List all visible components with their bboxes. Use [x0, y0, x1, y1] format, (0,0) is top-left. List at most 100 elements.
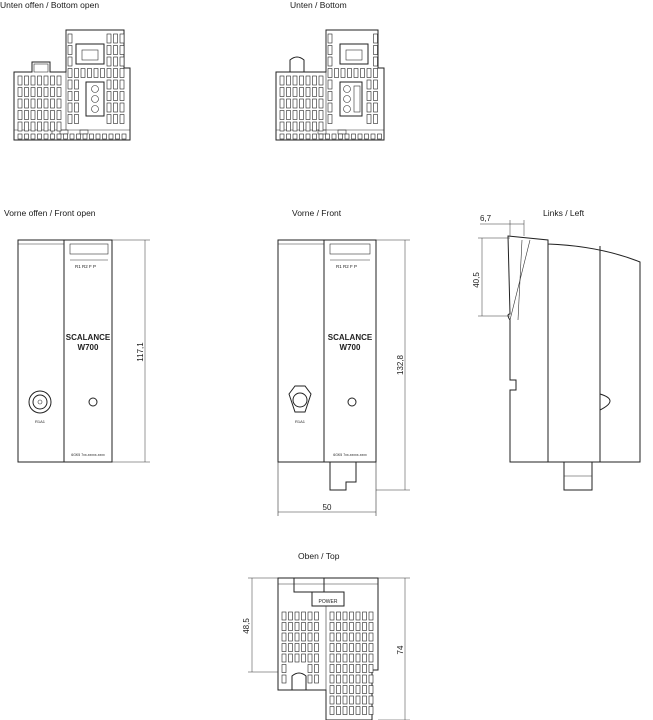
vent-slot [329, 695, 335, 705]
vent-slot [355, 632, 361, 642]
vent-slot [336, 664, 341, 673]
vent-slot [106, 79, 112, 90]
vent-slot [286, 87, 291, 97]
vent-slot [342, 695, 348, 705]
vent-slot [314, 611, 319, 621]
vent-slot [292, 75, 298, 86]
vent-slot [292, 133, 298, 140]
vent-slot [43, 121, 49, 132]
vent-slot [342, 674, 348, 684]
vent-slot [30, 133, 36, 140]
vent-slot [113, 56, 118, 67]
vent-slot [355, 695, 361, 705]
vent-slot [368, 653, 374, 663]
vent-slot [305, 110, 311, 120]
ventilation-slots [17, 33, 382, 715]
vent-slot [362, 632, 367, 642]
vent-slot [318, 75, 324, 86]
vent-slot [281, 653, 287, 663]
vent-slot [115, 133, 120, 140]
vent-slot [24, 87, 29, 97]
vent-slot [344, 133, 350, 140]
vent-slot [281, 674, 287, 684]
vent-slot [69, 133, 75, 140]
vent-slot [108, 133, 114, 140]
vent-slot [336, 653, 341, 663]
vent-slot [17, 133, 23, 140]
svg-text:50: 50 [323, 503, 332, 512]
vent-slot [366, 102, 372, 113]
vent-slot [113, 102, 118, 113]
title-top: Oben / Top [298, 551, 340, 561]
vent-slot [368, 632, 374, 642]
vent-slot [301, 611, 306, 621]
title-front: Vorne / Front [292, 208, 342, 218]
vent-slot [279, 75, 285, 86]
top-view: POWER 48,5 74 [242, 577, 410, 720]
vent-slot [301, 622, 306, 631]
vent-slot [366, 91, 372, 101]
vent-slot [281, 664, 287, 673]
vent-slot [299, 87, 304, 97]
vent-slot [74, 91, 79, 101]
vent-slot [113, 68, 118, 78]
vent-slot [89, 133, 94, 140]
vent-slot [106, 33, 112, 44]
vent-slot [368, 643, 374, 652]
vent-slot [314, 674, 319, 684]
vent-slot [327, 56, 333, 67]
vent-slot [281, 611, 287, 621]
vent-slot [286, 110, 291, 120]
vent-slot [368, 611, 374, 621]
vent-slot [56, 87, 62, 97]
vent-slot [56, 133, 62, 140]
svg-text:6GK5 7xx-xxxxx-xxxx: 6GK5 7xx-xxxxx-xxxx [71, 453, 105, 457]
vent-slot [67, 33, 73, 44]
vent-slot [349, 643, 354, 652]
vent-slot [305, 98, 311, 109]
vent-slot [113, 33, 118, 44]
vent-slot [347, 68, 352, 78]
vent-slot [373, 79, 378, 90]
vent-slot [37, 87, 42, 97]
vent-slot [327, 45, 333, 55]
vent-slot [327, 33, 333, 44]
vent-slot [74, 114, 79, 124]
vent-slot [362, 622, 367, 631]
vent-slot [342, 664, 348, 673]
title-front-open: Vorne offen / Front open [4, 208, 96, 218]
vent-slot [106, 45, 112, 55]
svg-text:R1A1: R1A1 [295, 419, 306, 424]
vent-slot [329, 653, 335, 663]
svg-text:R1 R2 F P: R1 R2 F P [75, 264, 96, 269]
vent-slot [279, 121, 285, 132]
vent-slot [373, 102, 378, 113]
vent-slot [67, 91, 73, 101]
vent-slot [56, 75, 62, 86]
vent-slot [80, 68, 86, 78]
vent-slot [357, 133, 363, 140]
vent-slot [362, 653, 367, 663]
vent-slot [312, 98, 317, 109]
vent-slot [318, 87, 324, 97]
vent-slot [299, 75, 304, 86]
vent-slot [30, 121, 36, 132]
svg-text:W700: W700 [78, 343, 99, 352]
svg-text:SCALANCE: SCALANCE [328, 333, 373, 342]
title-left: Links / Left [543, 208, 585, 218]
vent-slot [329, 622, 335, 631]
vent-slot [102, 133, 107, 140]
title-bottom: Unten / Bottom [290, 0, 347, 10]
vent-slot [349, 706, 354, 715]
vent-slot [279, 133, 285, 140]
vent-slot [318, 98, 324, 109]
vent-slot [30, 75, 36, 86]
vent-slot [17, 87, 23, 97]
vent-slot [312, 121, 317, 132]
vent-slot [24, 98, 29, 109]
vent-slot [67, 102, 73, 113]
vent-slot [342, 622, 348, 631]
vent-slot [362, 611, 367, 621]
vent-slot [292, 98, 298, 109]
